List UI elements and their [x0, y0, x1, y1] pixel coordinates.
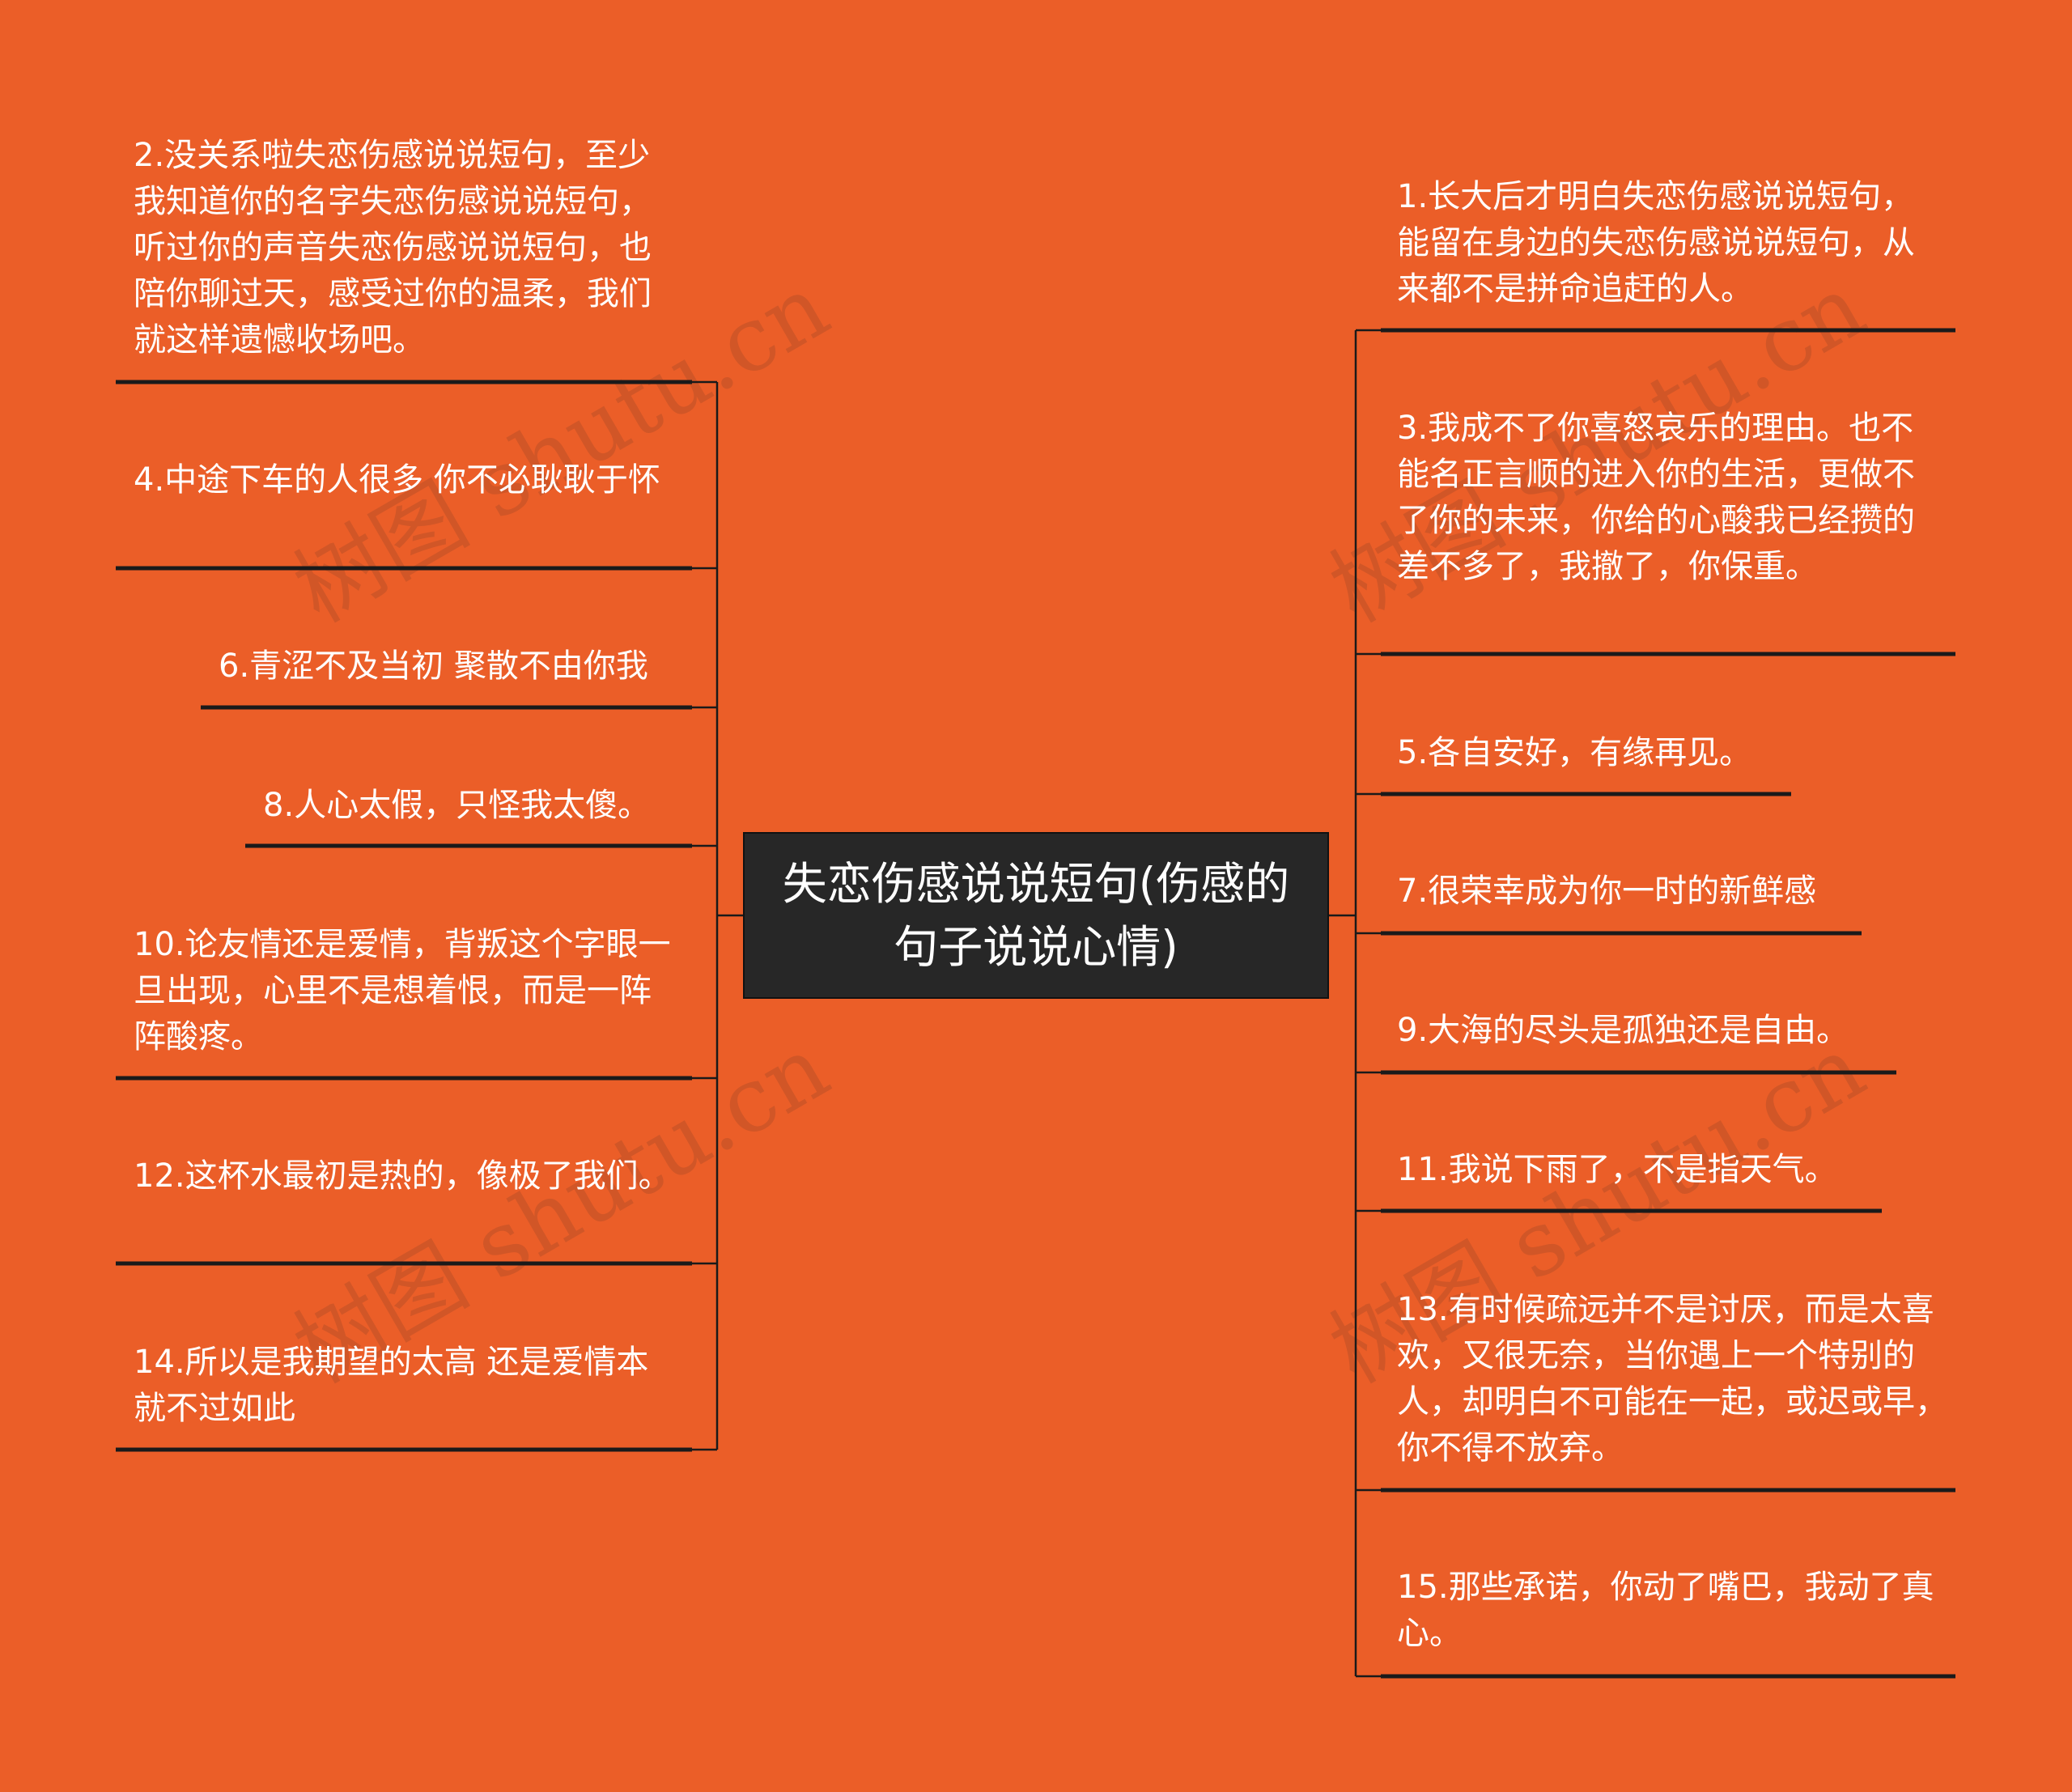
- topic-node-2[interactable]: 2.没关系啦失恋伤感说说短句，至少我知道你的名字失恋伤感说说短句，听过你的声音失…: [134, 137, 652, 359]
- topic-node-12[interactable]: 12.这杯水最初是热的，像极了我们。: [134, 1157, 671, 1195]
- topic-node-7[interactable]: 7.很荣幸成为你一时的新鲜感: [1397, 873, 1817, 910]
- topic-node-3[interactable]: 3.我成不了你喜怒哀乐的理由。也不能名正言顺的进入你的生活，更做不了你的未来，你…: [1397, 410, 1915, 585]
- topic-node-9[interactable]: 9.大海的尽头是孤独还是自由。: [1397, 1012, 1849, 1049]
- topic-node-15[interactable]: 15.那些承诺，你动了嘴巴，我动了真心。: [1397, 1569, 1934, 1652]
- topic-node-13[interactable]: 13.有时候疏远并不是讨厌，而是太喜欢，又很无奈，当你遇上一个特别的人，却明白不…: [1397, 1291, 1947, 1467]
- topic-node-4[interactable]: 4.中途下车的人很多 你不必耿耿于怀: [134, 461, 660, 499]
- topic-node-5[interactable]: 5.各自安好，有缘再见。: [1397, 734, 1752, 771]
- topic-node-14[interactable]: 14.所以是我期望的太高 还是爱情本就不过如此: [134, 1344, 649, 1427]
- topic-node-10[interactable]: 10.论友情还是爱情，背叛这个字眼一旦出现，心里不是想着恨，而是一阵阵酸疼。: [134, 926, 671, 1055]
- central-topic-title: 失恋伤感说说短句(伤感的句子说说心情): [782, 858, 1290, 973]
- topic-node-6[interactable]: 6.青涩不及当初 聚散不由你我: [219, 648, 648, 685]
- topic-node-8[interactable]: 8.人心太假，只怪我太傻。: [263, 787, 651, 824]
- topic-node-1[interactable]: 1.长大后才明白失恋伤感说说短句，能留在身边的失恋伤感说说短句，从来都不是拼命追…: [1397, 178, 1915, 308]
- central-topic-node[interactable]: 失恋伤感说说短句(伤感的句子说说心情): [743, 832, 1329, 999]
- topic-node-11[interactable]: 11.我说下雨了，不是指天气。: [1397, 1151, 1837, 1188]
